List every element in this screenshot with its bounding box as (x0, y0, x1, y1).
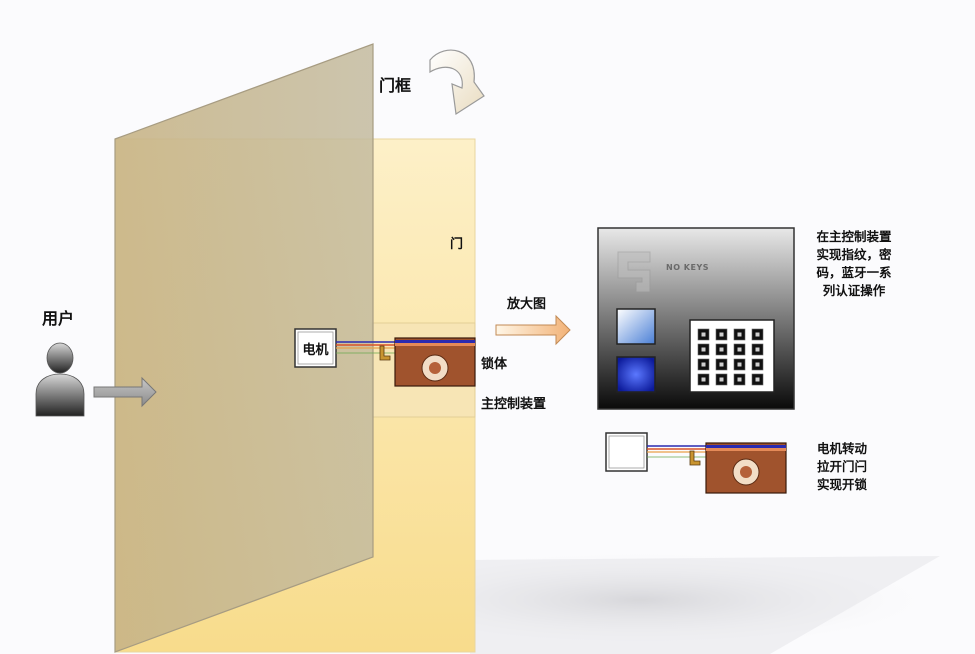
latch-hook (379, 345, 391, 361)
lock-body-label: 锁体 (481, 357, 508, 372)
keypad-key-dot (737, 377, 742, 382)
main-controller-label: 主控制装置 (481, 397, 547, 412)
motor-label: 电机 (302, 342, 329, 358)
keypad-key-dot (719, 347, 724, 352)
keypad-key-dot (701, 332, 706, 337)
keypad-key-dot (719, 377, 724, 382)
keypad-key-dot (701, 377, 706, 382)
zoom-label: 放大图 (507, 297, 547, 312)
rotate-arrow-icon (429, 49, 485, 116)
user-label: 用户 (42, 309, 75, 328)
small-motor-box (605, 432, 648, 472)
controller-note: 在主控制装置 实现指纹，密 码，蓝牙一系 列认证操作 (816, 229, 892, 298)
keypad-key-dot (755, 332, 760, 337)
motor-note: 电机转动 拉开门闩 实现开锁 (816, 441, 867, 492)
zoom-arrow-icon (495, 314, 571, 346)
small-latch-hook (689, 450, 701, 466)
door-label: 门 (450, 237, 464, 252)
user-silhouette-icon (35, 342, 85, 417)
keypad-key-dot (701, 347, 706, 352)
main-control-panel (597, 227, 795, 410)
keypad-key-dot (755, 362, 760, 367)
keypad-keys (697, 328, 764, 386)
keypad-key-dot (737, 332, 742, 337)
panel-brand: NO KEYS (666, 263, 709, 272)
right-arrow-icon (93, 376, 157, 408)
lcd-screen (616, 308, 656, 345)
keypad-key-dot (755, 377, 760, 382)
keypad-key-dot (737, 347, 742, 352)
fingerprint-sensor (616, 356, 656, 393)
keypad-key-dot (719, 362, 724, 367)
keypad-key-dot (755, 347, 760, 352)
keypad-key-dot (701, 362, 706, 367)
floor-plane (470, 556, 940, 654)
open-door-leaf (114, 43, 374, 653)
door-frame-label: 门框 (379, 76, 412, 95)
motor-box (294, 328, 337, 368)
fingerprint-logo-icon (617, 251, 651, 293)
keypad-key-dot (719, 332, 724, 337)
keypad-key-dot (737, 362, 742, 367)
